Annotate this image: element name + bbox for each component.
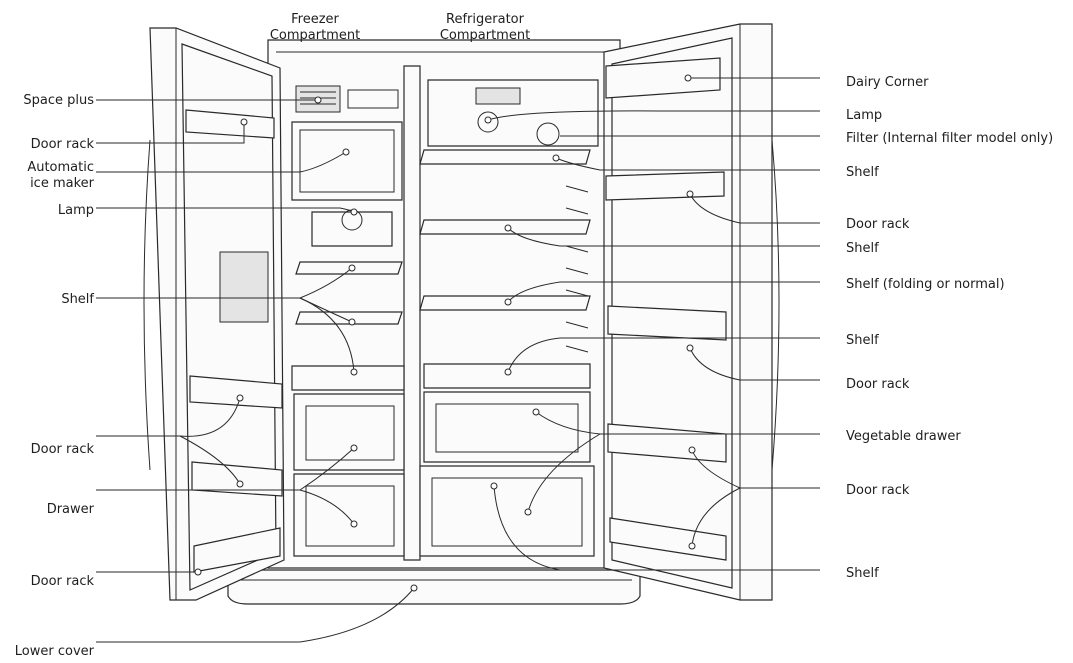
label-door-rack-right-2: Door rack [846, 377, 910, 392]
fridge-drawing [143, 23, 780, 605]
label-shelf-right-4: Shelf [846, 566, 879, 581]
label-shelf-folding: Shelf (folding or normal) [846, 277, 1005, 292]
label-filter: Filter (Internal filter model only) [846, 131, 1054, 146]
label-refrigerator-compartment: Refrigerator Compartment [439, 12, 531, 43]
label-vegetable-drawer: Vegetable drawer [846, 429, 961, 444]
label-door-rack-right-1: Door rack [846, 217, 910, 232]
label-door-rack-right-3: Door rack [846, 483, 910, 498]
leader-lines [96, 77, 820, 643]
label-shelf-left: Shelf [61, 292, 94, 307]
label-freezer-compartment: Freezer Compartment [269, 12, 361, 43]
label-shelf-right-1: Shelf [846, 165, 879, 180]
label-door-rack-left-2: Door rack [30, 442, 94, 457]
label-lamp-left: Lamp [57, 203, 94, 218]
label-automatic-ice-maker: Automatic ice maker [27, 160, 94, 191]
label-shelf-right-3: Shelf [846, 333, 879, 348]
label-dairy-corner: Dairy Corner [846, 75, 929, 90]
label-shelf-right-2: Shelf [846, 241, 879, 256]
label-lower-cover: Lower cover [14, 644, 94, 659]
label-space-plus: Space plus [23, 93, 94, 108]
label-door-rack-left-1: Door rack [30, 137, 94, 152]
label-drawer: Drawer [46, 502, 94, 517]
label-door-rack-left-3: Door rack [30, 574, 94, 589]
label-lamp-right: Lamp [846, 108, 883, 123]
callout-dots [194, 74, 696, 592]
